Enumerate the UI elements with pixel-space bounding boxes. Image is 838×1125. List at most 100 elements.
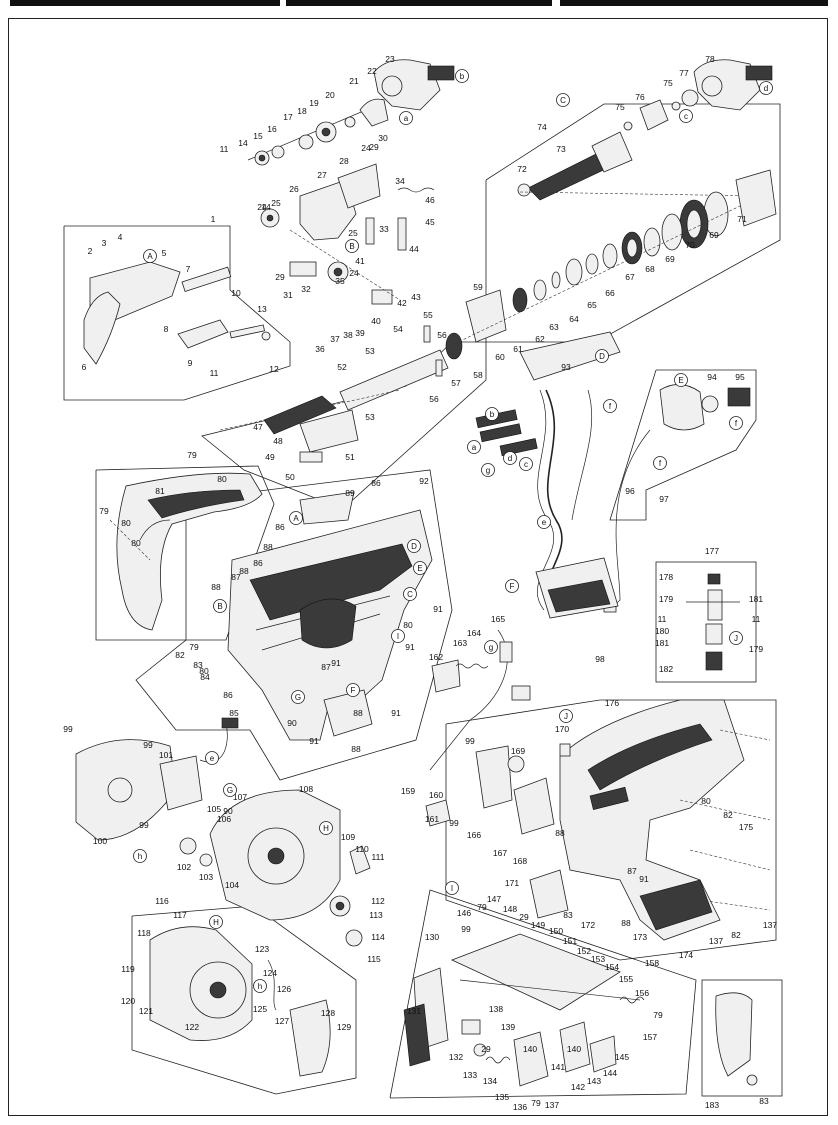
part-label-177: 177 — [705, 546, 719, 556]
part-label-114: 114 — [371, 932, 385, 942]
part-label-147: 147 — [487, 894, 501, 904]
part-label-109: 109 — [341, 832, 355, 842]
callout-circle — [503, 451, 517, 465]
part-label-29: 29 — [369, 142, 379, 152]
part-label-176: 176 — [605, 698, 619, 708]
callout-I: I — [445, 881, 459, 895]
part-label-100: 100 — [93, 836, 107, 846]
part-label-14: 14 — [238, 138, 248, 148]
diagram-frame — [8, 18, 828, 1116]
part-label-82: 82 — [731, 930, 741, 940]
callout-d: d — [503, 451, 517, 465]
part-label-25: 25 — [271, 198, 281, 208]
callout-g: g — [481, 463, 495, 477]
part-label-37: 37 — [330, 334, 340, 344]
part-label-79: 79 — [477, 902, 487, 912]
part-label-149: 149 — [531, 920, 545, 930]
callout-circle — [653, 456, 667, 470]
trigger-assembly — [403, 933, 645, 1087]
gear-plate — [260, 163, 435, 305]
callout-letter: E — [417, 564, 422, 573]
callout-e: e — [205, 751, 219, 765]
callout-circle — [729, 631, 743, 645]
callout-letter: A — [147, 252, 153, 261]
callout-J: J — [729, 631, 743, 645]
part-label-32: 32 — [301, 284, 311, 294]
housing-main — [227, 491, 433, 741]
part-label-23: 23 — [385, 54, 395, 64]
part-label-91: 91 — [639, 874, 649, 884]
part-label-156: 156 — [635, 988, 649, 998]
callout-C: C — [403, 587, 417, 601]
wiring-harness — [475, 331, 751, 619]
part-label-45: 45 — [425, 217, 435, 227]
part-label-53: 53 — [365, 346, 375, 356]
part-label-7: 7 — [186, 264, 191, 274]
part-label-181: 181 — [655, 638, 669, 648]
part-label-105: 105 — [207, 804, 221, 814]
part-label-70: 70 — [685, 240, 695, 250]
callout-circle — [133, 849, 147, 863]
group-box-latch-assembly — [63, 225, 291, 401]
callout-letter: I — [397, 632, 399, 641]
callout-f: f — [729, 416, 743, 430]
part-label-107: 107 — [233, 792, 247, 802]
callout-circle — [455, 69, 469, 83]
callout-b: b — [485, 407, 499, 421]
part-label-87: 87 — [231, 572, 241, 582]
part-label-120: 120 — [121, 996, 135, 1006]
part-label-98: 98 — [595, 654, 605, 664]
callout-letter: E — [678, 376, 683, 385]
housing-left-half — [109, 472, 263, 631]
callout-I: I — [391, 629, 405, 643]
part-label-94: 94 — [707, 372, 717, 382]
callout-circle — [556, 93, 570, 107]
part-label-86: 86 — [253, 558, 263, 568]
part-label-126: 126 — [277, 984, 291, 994]
fan-housing — [179, 789, 371, 947]
part-label-160: 160 — [429, 790, 443, 800]
part-label-180: 180 — [655, 626, 669, 636]
group-box-183 — [701, 979, 783, 1097]
part-label-36: 36 — [315, 344, 325, 354]
callout-f: f — [653, 456, 667, 470]
callout-circle — [485, 407, 499, 421]
part-label-140: 140 — [523, 1044, 537, 1054]
part-label-88: 88 — [555, 828, 565, 838]
part-label-118: 118 — [137, 928, 151, 938]
part-label-102: 102 — [177, 862, 191, 872]
callout-letter: a — [404, 114, 409, 123]
callout-D: D — [595, 349, 609, 363]
callout-circle — [391, 629, 405, 643]
part-label-153: 153 — [591, 954, 605, 964]
callout-g: g — [484, 640, 498, 654]
part-label-71: 71 — [737, 214, 747, 224]
callout-b: b — [455, 69, 469, 83]
part-label-18: 18 — [297, 106, 307, 116]
callout-letter: a — [472, 443, 477, 452]
header-tab-right — [560, 0, 828, 6]
part-label-56: 56 — [429, 394, 439, 404]
callout-circle — [143, 249, 157, 263]
callout-letter: D — [411, 542, 417, 551]
part-label-47: 47 — [253, 422, 263, 432]
callout-d: d — [759, 81, 773, 95]
part-label-166: 166 — [467, 830, 481, 840]
callout-circle — [289, 511, 303, 525]
callout-F: F — [505, 579, 519, 593]
part-label-11: 11 — [220, 144, 229, 154]
callout-letter: J — [734, 634, 738, 643]
part-label-80: 80 — [403, 620, 413, 630]
part-label-99: 99 — [465, 736, 475, 746]
callout-letter: f — [735, 419, 738, 428]
part-label-91: 91 — [433, 604, 443, 614]
part-label-60: 60 — [495, 352, 505, 362]
callout-circle — [481, 463, 495, 477]
callout-letter: J — [564, 712, 568, 721]
callout-e: e — [537, 515, 551, 529]
callout-letter: d — [508, 454, 512, 463]
part-label-93: 93 — [561, 362, 571, 372]
part-label-95: 95 — [735, 372, 745, 382]
callout-f: f — [603, 399, 617, 413]
